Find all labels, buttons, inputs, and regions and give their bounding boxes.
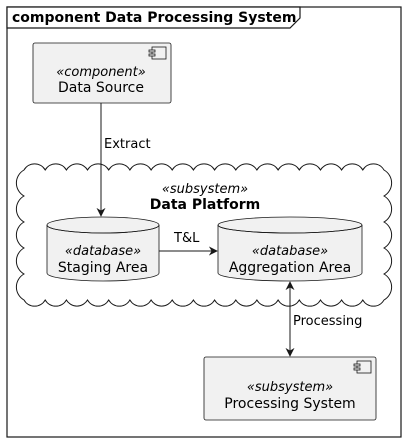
- processing-system-stereotype: «subsystem»: [247, 380, 333, 395]
- data-source-label: Data Source: [58, 80, 144, 96]
- data-source-box: [32, 42, 172, 104]
- data-platform-label: Data Platform: [150, 197, 260, 213]
- frame-title: component Data Processing System: [12, 10, 296, 26]
- edge-processing-label: Processing: [293, 314, 362, 329]
- aggregation-stereotype: «database»: [252, 244, 328, 259]
- edge-extract-label: Extract: [104, 137, 151, 152]
- aggregation-cylinder-body: [217, 225, 363, 282]
- data-source-component[interactable]: «component» Data Source: [32, 42, 172, 104]
- data-source-stereotype: «component»: [56, 65, 146, 80]
- aggregation-label: Aggregation Area: [229, 260, 351, 276]
- frame-tab: [6, 6, 301, 29]
- staging-label: Staging Area: [58, 260, 148, 276]
- staging-area-database[interactable]: «database» Staging Area: [46, 216, 160, 282]
- frame: component Data Processing System: [6, 6, 402, 438]
- edge-tl-label: T&L: [173, 231, 200, 246]
- processing-system-label: Processing System: [224, 396, 355, 412]
- edge-tl[interactable]: T&L: [159, 231, 218, 256]
- aggregation-area-database[interactable]: «database» Aggregation Area: [217, 216, 363, 282]
- staging-stereotype: «database»: [65, 244, 141, 259]
- processing-system-component[interactable]: «subsystem» Processing System: [203, 356, 377, 421]
- component-icon: [353, 360, 372, 374]
- staging-cylinder-body: [46, 225, 160, 282]
- component-icon: [148, 46, 167, 60]
- edge-extract[interactable]: Extract: [96, 103, 151, 217]
- processing-system-box: [203, 356, 377, 421]
- edge-processing[interactable]: Processing: [285, 281, 362, 357]
- data-platform-stereotype: «subsystem»: [162, 182, 248, 197]
